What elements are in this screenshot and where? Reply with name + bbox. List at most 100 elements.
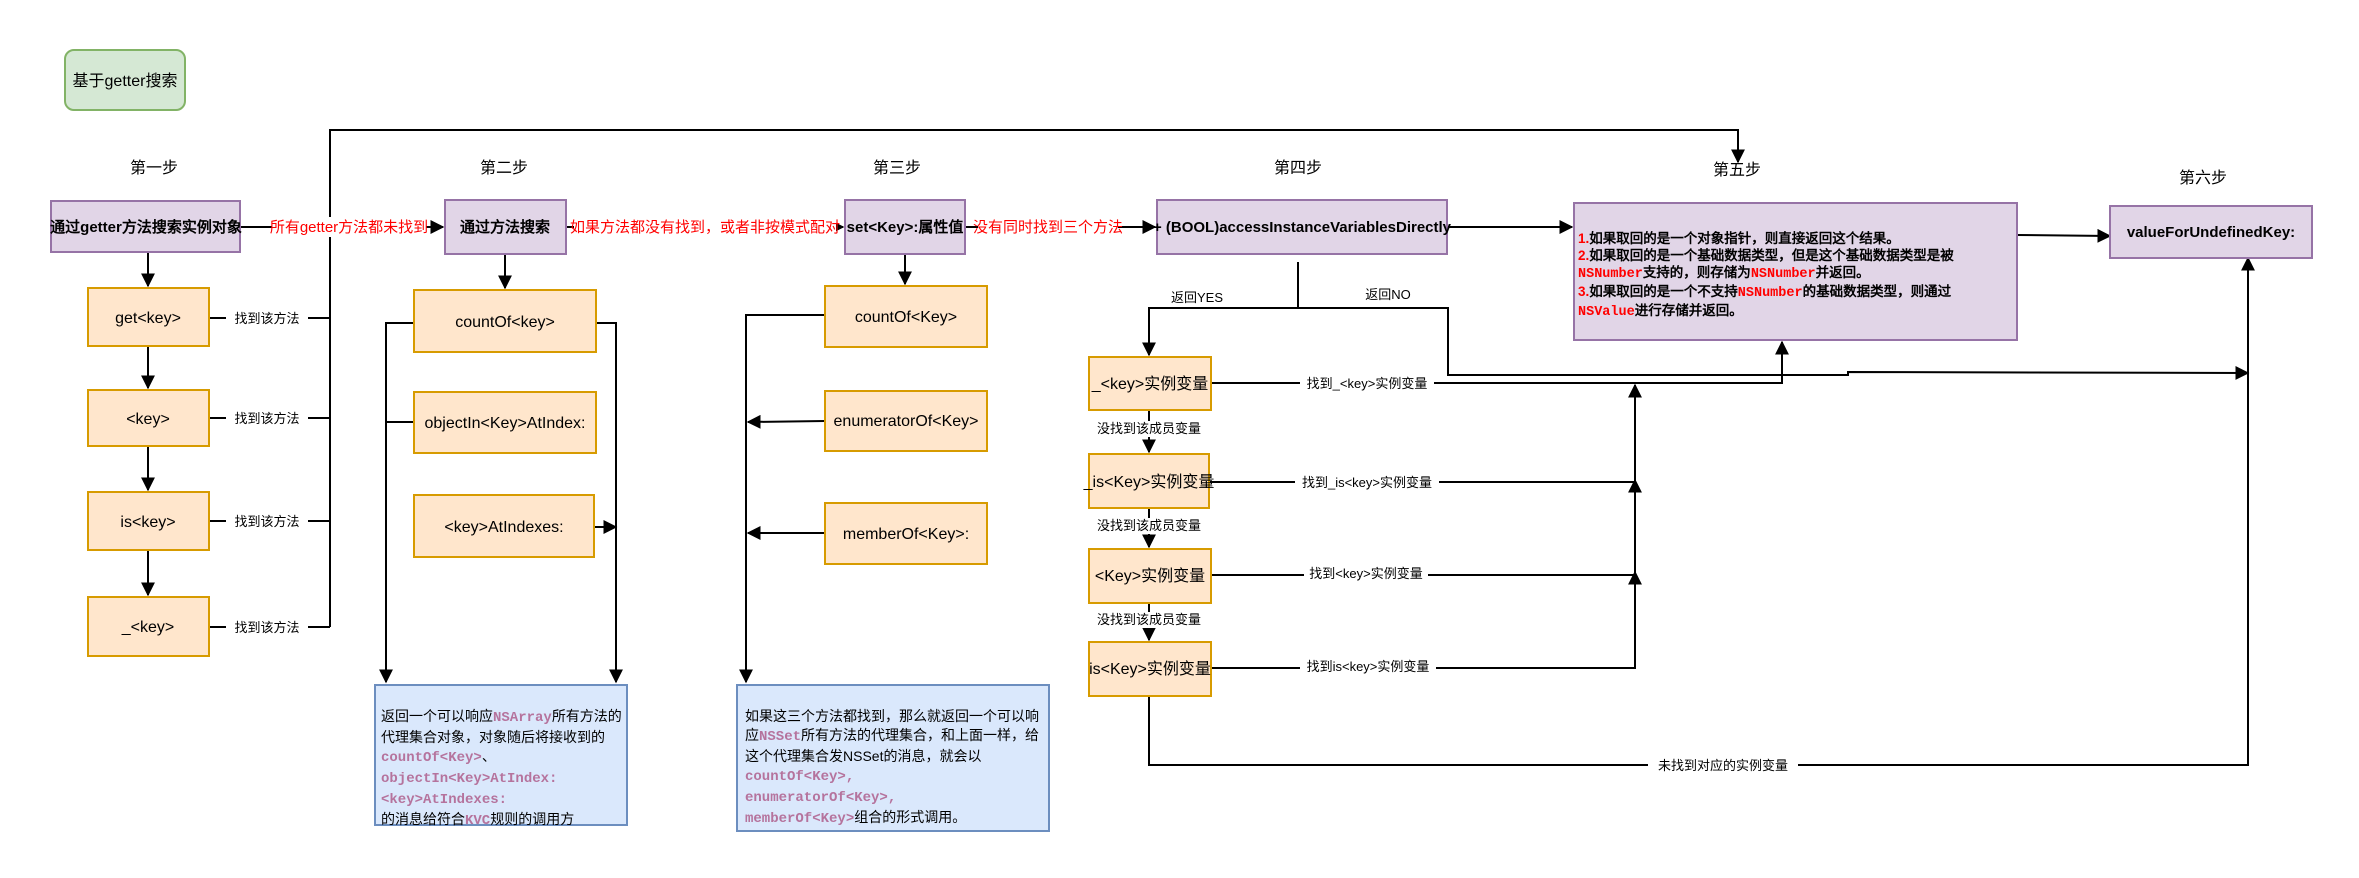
- var-underscore-is-key: _is<Key>实例变量: [1083, 453, 1215, 509]
- svg-text:memberOf<Key>:: memberOf<Key>:: [843, 526, 969, 543]
- step1-item-key: <key>: [87, 389, 210, 447]
- text-run: 如果这三个方法都找到，那么就返回一个可以响: [745, 708, 1039, 724]
- step-label-4: 第四步: [1274, 159, 1322, 177]
- step-label-1: 第一步: [130, 159, 178, 177]
- found-var-label-1: 找到_<key>实例变量: [1300, 374, 1434, 392]
- text-run: 代理集合对象，对象随后将接收到的: [381, 729, 605, 745]
- text-run: 规则的调用方: [490, 811, 575, 827]
- found-label-3: 找到该方法: [226, 512, 308, 530]
- step5-line: NSNumber支持的，则存储为NSNumber并返回。: [1578, 264, 2014, 283]
- svg-text:_is<Key>实例变量: _is<Key>实例变量: [1083, 473, 1215, 491]
- code-token: <key>AtIndexes:: [381, 792, 508, 808]
- var-is-key: is<Key>实例变量: [1088, 641, 1212, 697]
- found-label-1: 找到该方法: [226, 309, 308, 327]
- svg-text:<Key>实例变量: <Key>实例变量: [1095, 567, 1205, 585]
- code-token: NSSet: [759, 729, 802, 745]
- text-run: 这个代理集合发NSSet的消息，就会以: [745, 748, 982, 764]
- text-run: 、: [481, 748, 496, 764]
- svg-text:is<key>: is<key>: [120, 514, 175, 531]
- svg-text:找到该方法: 找到该方法: [234, 311, 299, 326]
- svg-text:_<key>: _<key>: [121, 619, 174, 636]
- title-text: 基于getter搜索: [73, 72, 178, 90]
- svg-text:没找到该成员变量: 没找到该成员变量: [1097, 421, 1201, 436]
- step5-line: 2.如果取回的是一个基础数据类型，但是这个基础数据类型是被: [1578, 247, 2014, 264]
- step2-item-at-indexes: <key>AtIndexes:: [413, 494, 595, 558]
- svg-text:找到_<key>实例变量: 找到_<key>实例变量: [1307, 376, 1428, 391]
- svg-text:没找到该成员变量: 没找到该成员变量: [1097, 612, 1201, 627]
- step2-item-object-in-at-index: objectIn<Key>AtIndex:: [413, 391, 597, 454]
- text-run: 如果取回的是一个基础数据类型，但是这个基础数据类型是被: [1589, 248, 1954, 263]
- step-label-5: 第五步: [1713, 161, 1761, 179]
- not-found-member-2: 没找到该成员变量: [1097, 518, 1201, 534]
- code-token: enumeratorOf<Key>,: [745, 790, 897, 806]
- code-token: objectIn<Key>AtIndex:: [381, 771, 558, 787]
- text-run: 支持的，则存储为: [1642, 265, 1751, 280]
- svg-text:找到_is<key>实例变量: 找到_is<key>实例变量: [1302, 475, 1432, 490]
- text-run: 组合的形式调用。: [854, 809, 967, 825]
- svg-text:找到is<key>实例变量: 找到is<key>实例变量: [1307, 659, 1430, 674]
- svg-text:找到该方法: 找到该方法: [234, 411, 299, 426]
- note-nsset-text: 如果这三个方法都找到，那么就返回一个可以响应NSSet所有方法的代理集合，和上面…: [745, 707, 1045, 829]
- svg-text:enumeratorOf<Key>: enumeratorOf<Key>: [834, 413, 979, 430]
- step3-main-box: set<Key>:属性值: [844, 199, 966, 255]
- step5-result-box: [1573, 202, 2018, 341]
- none-found-label: 未找到对应的实例变量: [1648, 756, 1798, 774]
- note-line: 应NSSet所有方法的代理集合，和上面一样，给: [745, 726, 1045, 747]
- step2-main-box: 通过方法搜索: [444, 199, 567, 255]
- note-nsarray-box: [374, 684, 628, 826]
- step2-item-count-of: countOf<key>: [413, 289, 597, 353]
- no-label: 返回NO: [1365, 287, 1411, 302]
- step1-item-underscore-key: _<key>: [87, 596, 210, 657]
- svg-text:找到<key>实例变量: 找到<key>实例变量: [1309, 566, 1422, 581]
- step5-line: 1.如果取回的是一个对象指针，则直接返回这个结果。: [1578, 230, 2014, 247]
- note-line: 返回一个可以响应NSArray所有方法的: [381, 707, 625, 728]
- svg-text:未找到对应的实例变量: 未找到对应的实例变量: [1658, 758, 1788, 773]
- step4-main-text: + (BOOL)accessInstanceVariablesDirectly: [1153, 219, 1452, 236]
- step3-item-enumerator-of: enumeratorOf<Key>: [824, 390, 988, 452]
- code-token: countOf<Key>: [381, 750, 482, 766]
- text-run: 如果取回的是一个不支持: [1589, 284, 1738, 299]
- step-label-3: 第三步: [873, 159, 921, 177]
- step6-main-text: valueForUndefinedKey:: [2127, 224, 2295, 241]
- svg-text:objectIn<Key>AtIndex:: objectIn<Key>AtIndex:: [425, 415, 586, 432]
- edge-label-step3-to-step4: 没有同时找到三个方法: [973, 217, 1123, 237]
- text-run: 进行存储并返回。: [1634, 303, 1743, 318]
- step5-line-number: 1.: [1578, 231, 1590, 246]
- found-label-2: 找到该方法: [226, 409, 308, 427]
- step1-main-text: 通过getter方法搜索实例对象: [50, 218, 242, 236]
- note-line: 代理集合对象，对象随后将接收到的: [381, 728, 625, 747]
- not-found-member-1: 没找到该成员变量: [1097, 421, 1201, 437]
- not-found-member-3: 没找到该成员变量: [1097, 612, 1201, 628]
- yes-label: 返回YES: [1171, 290, 1223, 305]
- step-label-2: 第二步: [480, 159, 528, 177]
- svg-text:<key>AtIndexes:: <key>AtIndexes:: [444, 519, 563, 536]
- step3-item-member-of: memberOf<Key>:: [824, 502, 988, 565]
- step2-main-text: 通过方法搜索: [460, 218, 550, 236]
- step5-result-text: 1.如果取回的是一个对象指针，则直接返回这个结果。2.如果取回的是一个基础数据类…: [1578, 230, 2014, 321]
- text-run: 应: [745, 727, 759, 743]
- note-line: objectIn<Key>AtIndex:: [381, 768, 625, 789]
- step1-item-get-key: get<key>: [87, 287, 210, 347]
- code-token: NSNumber: [1737, 286, 1803, 301]
- note-line: 这个代理集合发NSSet的消息，就会以: [745, 747, 1045, 766]
- svg-text:countOf<key>: countOf<key>: [455, 314, 555, 331]
- note-line: countOf<Key>,: [745, 766, 1045, 787]
- text-run: 返回一个可以响应: [381, 708, 493, 724]
- text-run: 所有方法的: [551, 708, 622, 724]
- title-box: 基于getter搜索: [64, 49, 186, 111]
- code-token: NSArray: [493, 710, 552, 726]
- step6-main-box: valueForUndefinedKey:: [2109, 205, 2313, 259]
- note-line: memberOf<Key>组合的形式调用。: [745, 808, 1045, 829]
- var-underscore-key: _<key>实例变量: [1088, 356, 1212, 411]
- step5-line-number: 2.: [1578, 248, 1590, 263]
- edge-label-step2-to-step3: 如果方法都没有找到，或者非按模式配对: [570, 217, 840, 237]
- found-label-4: 找到该方法: [226, 618, 308, 636]
- text-run: 的消息给符合: [381, 811, 465, 827]
- code-token: NSNumber: [1750, 267, 1816, 282]
- step5-line-number: 3.: [1578, 284, 1590, 299]
- svg-text:如果方法都没有找到，或者非按模式配对: 如果方法都没有找到，或者非按模式配对: [570, 219, 840, 236]
- step4-main-box: + (BOOL)accessInstanceVariablesDirectly: [1153, 199, 1452, 255]
- step3-item-count-of: countOf<Key>: [824, 285, 988, 348]
